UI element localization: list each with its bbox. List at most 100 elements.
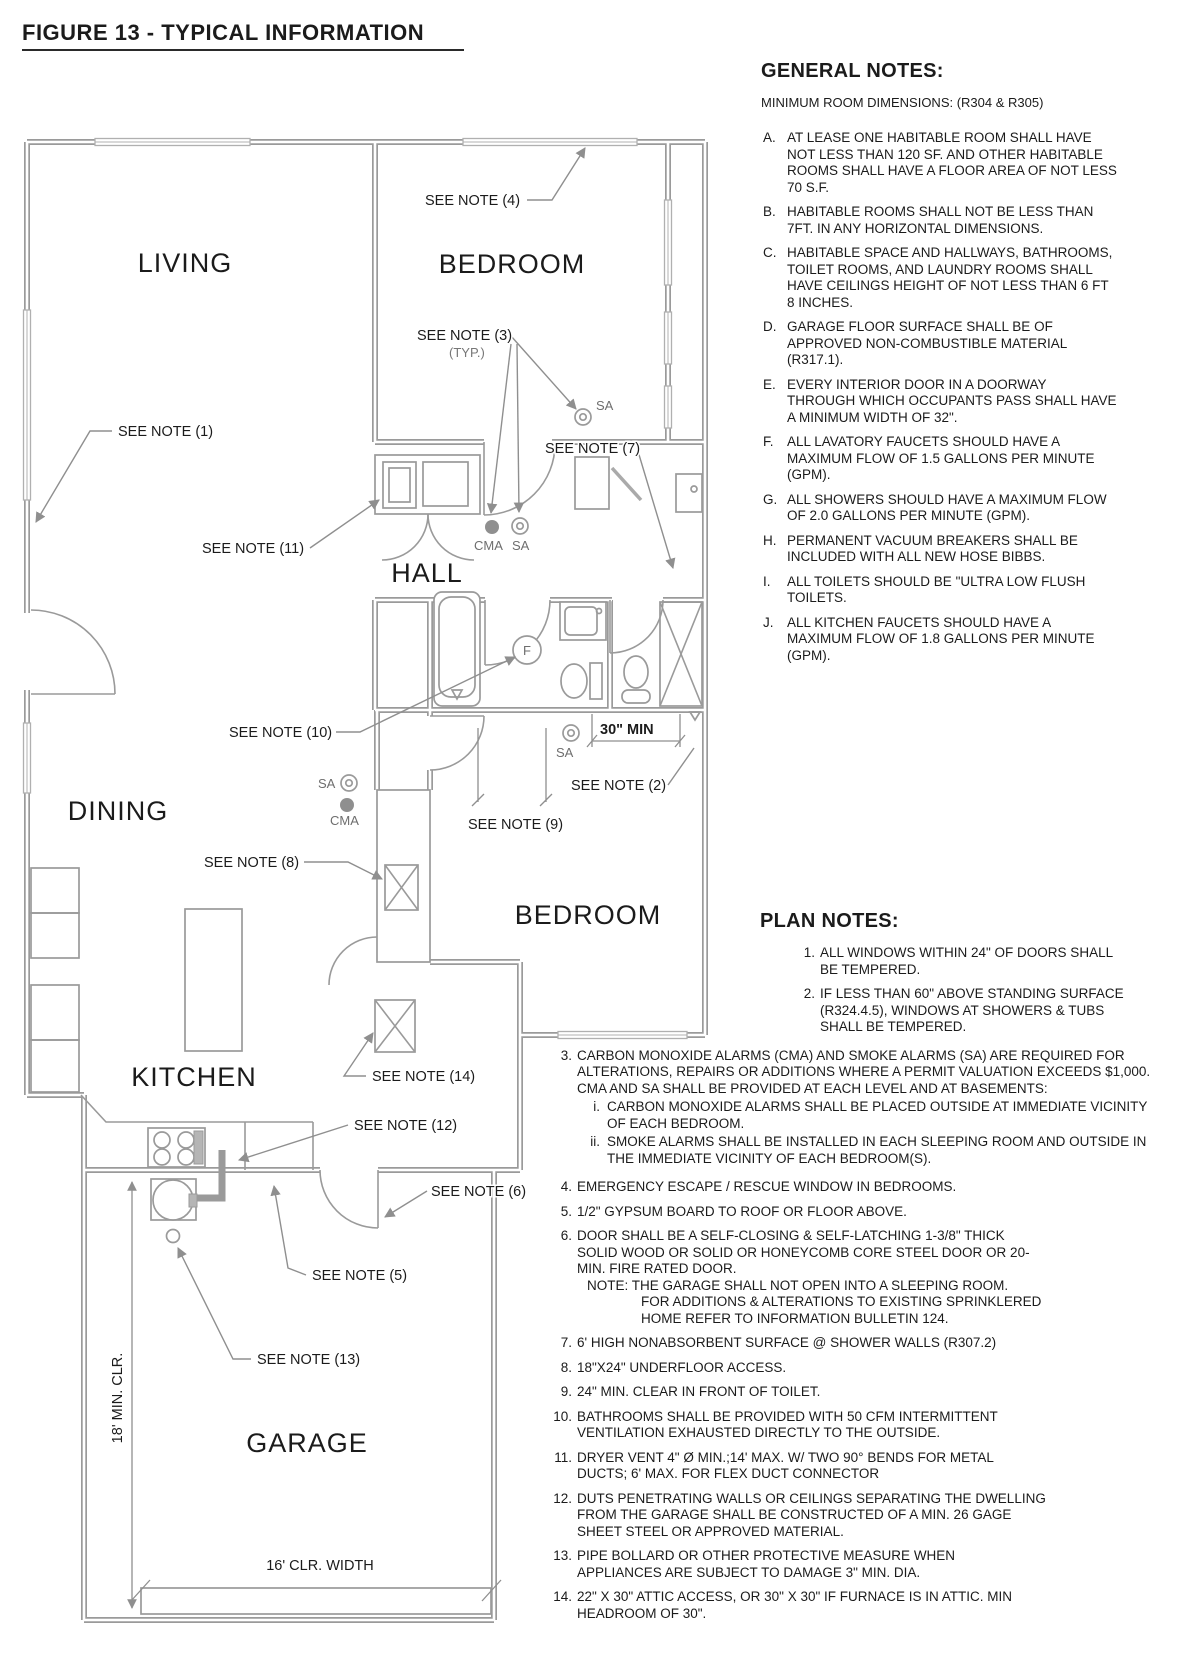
plan-note-item: 14. 22" X 30" ATTIC ACCESS, OR 30" X 30" … xyxy=(542,1589,1177,1622)
note-text: ALL LAVATORY FAUCETS SHOULD HAVE A MAXIM… xyxy=(787,434,1095,482)
note-text: HABITABLE SPACE AND HALLWAYS, BATHROOMS,… xyxy=(787,245,1113,310)
svg-text:18' MIN. CLR.: 18' MIN. CLR. xyxy=(110,1353,126,1444)
room-label-dining: DINING xyxy=(68,796,169,826)
note-marker: 11. xyxy=(554,1449,572,1465)
plan-note-item: 9.24" MIN. CLEAR IN FRONT OF TOILET. xyxy=(542,1384,1177,1401)
svg-text:SEE NOTE (13): SEE NOTE (13) xyxy=(257,1352,360,1368)
note-marker: J. xyxy=(763,614,774,630)
sa-symbol: SA xyxy=(574,397,615,426)
front-door xyxy=(30,609,116,695)
hall-closet-doors xyxy=(381,513,475,561)
plan-note-item: 13.PIPE BOLLARD OR OTHER PROTECTIVE MEAS… xyxy=(542,1548,1177,1581)
svg-text:SA: SA xyxy=(596,398,614,413)
door-arcs xyxy=(30,442,664,1229)
note-marker: 5. xyxy=(560,1203,572,1219)
cma-symbol: CMA xyxy=(329,798,361,830)
note-text: DOOR SHALL BE A SELF-CLOSING & SELF-LATC… xyxy=(577,1228,1047,1327)
see-note-10: SEE NOTE (10) xyxy=(228,656,516,743)
note-marker: C. xyxy=(763,245,777,260)
walls xyxy=(24,139,708,1623)
windows xyxy=(22,137,688,1040)
svg-text:CMA: CMA xyxy=(474,538,503,553)
pipe-bollard xyxy=(165,1228,181,1244)
note-marker: B. xyxy=(763,204,776,219)
note-marker: E. xyxy=(763,376,776,392)
dimension-18ft: 18' MIN. CLR. xyxy=(109,1181,137,1609)
garage-door xyxy=(130,1579,502,1615)
bath2-door xyxy=(609,599,664,654)
general-note-item: C. HABITABLE SPACE AND HALLWAYS, BATHROOM… xyxy=(761,245,1156,311)
fan-symbol: F xyxy=(512,635,542,665)
note-text: HABITABLE ROOMS SHALL NOT BE LESS THAN 7… xyxy=(787,204,1094,236)
note-marker: F. xyxy=(763,434,774,449)
attic-access-box xyxy=(374,999,416,1053)
bedroom1-door xyxy=(483,442,556,516)
note-marker: 14. xyxy=(553,1589,572,1604)
plan-note-item: 3. CARBON MONOXIDE ALARMS (CMA) AND SMOKE… xyxy=(542,1048,1177,1168)
note-text: 22" X 30" ATTIC ACCESS, OR 30" X 30" IF … xyxy=(577,1589,1013,1621)
general-note-item: G.ALL SHOWERS SHOULD HAVE A MAXIMUM FLOW… xyxy=(761,492,1156,525)
plan-note-item: 11. DRYER VENT 4" Ø MIN.;14' MAX. W/ TWO … xyxy=(542,1450,1177,1483)
note-text: ALL KITCHEN FAUCETS SHOULD HAVE A MAXIMU… xyxy=(787,614,1095,663)
plan-note-item: 10.BATHROOMS SHALL BE PROVIDED WITH 50 C… xyxy=(542,1409,1177,1442)
see-note-2: SEE NOTE (2) xyxy=(570,747,695,796)
svg-text:SEE NOTE (14): SEE NOTE (14) xyxy=(372,1069,475,1085)
svg-text:(TYP.): (TYP.) xyxy=(449,345,485,360)
sa-symbol: SA xyxy=(317,774,358,793)
note-marker: 3. xyxy=(560,1047,572,1063)
svg-text:SEE NOTE (1): SEE NOTE (1) xyxy=(118,424,213,440)
svg-text:CMA: CMA xyxy=(330,813,359,828)
note-extra-line: NOTE: THE GARAGE SHALL NOT OPEN INTO A S… xyxy=(587,1277,1009,1293)
note-text: DRYER VENT 4" Ø MIN.;14' MAX. W/ TWO 90°… xyxy=(577,1449,994,1482)
general-note-item: A.AT LEASE ONE HABITABLE ROOM SHALL HAVE… xyxy=(761,130,1156,196)
see-note-callouts: SEE NOTE (1) SEE NOTE (4) SEE NOTE (3) (… xyxy=(35,147,695,1370)
kitchen-island xyxy=(184,908,243,1052)
general-notes-heading: GENERAL NOTES: xyxy=(761,60,944,82)
room-label-bedroom2: BEDROOM xyxy=(515,900,662,930)
note-text: AT LEASE ONE HABITABLE ROOM SHALL HAVE N… xyxy=(787,130,1117,195)
note-marker: 2. xyxy=(803,986,815,1001)
plan-notes-heading: PLAN NOTES: xyxy=(760,910,899,932)
general-note-item: I.ALL TOILETS SHOULD BE "ULTRA LOW FLUSH… xyxy=(761,574,1156,607)
svg-text:SEE NOTE (3): SEE NOTE (3) xyxy=(417,328,512,344)
svg-text:30" MIN: 30" MIN xyxy=(600,722,654,738)
see-note-1: SEE NOTE (1) xyxy=(35,423,215,523)
svg-text:SEE NOTE (11): SEE NOTE (11) xyxy=(202,541,304,557)
note-text: EVERY INTERIOR DOOR IN A DOORWAY THROUGH… xyxy=(787,376,1117,425)
note-marker: 8. xyxy=(560,1359,572,1375)
general-notes-list: A.AT LEASE ONE HABITABLE ROOM SHALL HAVE… xyxy=(761,130,1156,664)
note-marker: 6. xyxy=(560,1228,572,1243)
underfloor-access-box xyxy=(384,864,419,911)
general-note-item: E. EVERY INTERIOR DOOR IN A DOORWAY THROU… xyxy=(761,377,1156,427)
duct xyxy=(196,1150,226,1202)
svg-text:SA: SA xyxy=(556,745,574,760)
note-marker: H. xyxy=(763,532,777,548)
plan-notes-list: 1.ALL WINDOWS WITHIN 24" OF DOORS SHALL … xyxy=(542,945,1177,1630)
svg-text:SEE NOTE (8): SEE NOTE (8) xyxy=(204,855,299,871)
kitchen-wall-cabinets xyxy=(30,867,80,1093)
svg-text:SEE NOTE (5): SEE NOTE (5) xyxy=(312,1268,407,1284)
svg-text:SA: SA xyxy=(318,776,336,791)
svg-text:SEE NOTE (6): SEE NOTE (6) xyxy=(431,1184,526,1200)
see-note-5: SEE NOTE (5) xyxy=(270,1184,409,1286)
general-note-item: H.PERMANENT VACUUM BREAKERS SHALL BE INC… xyxy=(761,533,1156,566)
note-marker: D. xyxy=(763,319,777,334)
hall-cabinet xyxy=(374,454,481,515)
cma-symbol: CMA xyxy=(473,520,505,555)
plan-note-item: 7.6' HIGH NONABSORBENT SURFACE @ SHOWER … xyxy=(542,1335,1177,1352)
note-marker: 7. xyxy=(560,1335,572,1350)
see-note-3: SEE NOTE (3) (TYP.) xyxy=(416,327,577,515)
room-label-hall: HALL xyxy=(391,558,463,588)
note-marker: 4. xyxy=(560,1179,572,1194)
see-note-7: SEE NOTE (7) xyxy=(544,440,676,570)
plan-note-item: 12.DUTS PENETRATING WALLS OR CEILINGS SE… xyxy=(542,1491,1177,1541)
note-marker: 10. xyxy=(553,1408,572,1424)
plan-note-item: 2.IF LESS THAN 60" ABOVE STANDING SURFAC… xyxy=(785,986,1177,1036)
laundry-sink xyxy=(675,473,703,513)
dimension-16ft: 16' CLR. WIDTH xyxy=(265,1557,376,1576)
plan-note-item: 6. DOOR SHALL BE A SELF-CLOSING & SELF-LA… xyxy=(542,1228,1177,1327)
note-marker: 12. xyxy=(553,1490,572,1506)
note-marker: 1. xyxy=(803,945,815,960)
note-text: CARBON MONOXIDE ALARMS (CMA) AND SMOKE A… xyxy=(577,1047,1151,1166)
